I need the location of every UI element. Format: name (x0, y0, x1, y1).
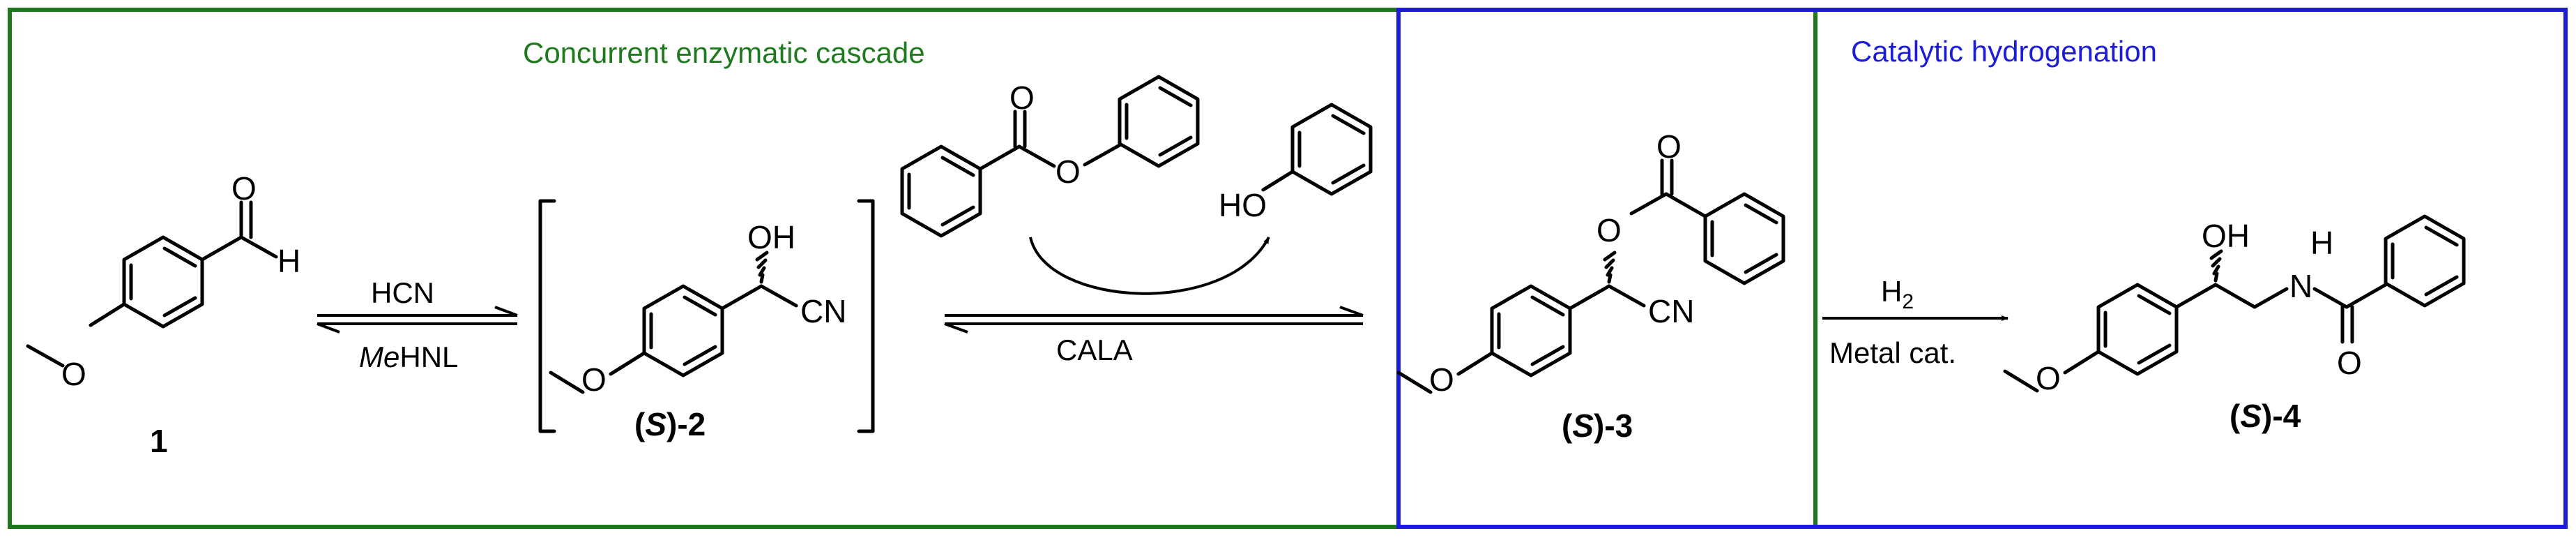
s4-amide-hydrogen: H (2310, 225, 2333, 261)
compound-s2-label: (S)-2 (634, 406, 706, 442)
s4-methoxy-oxygen: O (2036, 360, 2061, 396)
compound-s3-structure: O O CN O (1396, 128, 1785, 398)
compound-s4-label: (S)-4 (2230, 398, 2301, 434)
hydrogenation-panel-title: Catalytic hydrogenation (1851, 35, 2157, 68)
enzymatic-panel-frame (8, 8, 1817, 529)
hcn-reagent: HCN (371, 276, 434, 309)
compound-s3-label: (S)-3 (1562, 408, 1633, 444)
enzymatic-panel-title: Concurrent enzymatic cascade (523, 36, 925, 69)
phenol-hydroxyl: HO (1219, 187, 1267, 223)
ester-carbonyl-oxygen: O (1009, 80, 1035, 116)
carbonyl-oxygen: O (231, 170, 257, 207)
s4-carbonyl-oxygen: O (2337, 345, 2362, 381)
ester-oxygen: O (1055, 154, 1081, 190)
mehnl-enzyme: MeHNL (359, 341, 458, 373)
h2-reagent: H2 (1881, 275, 1914, 313)
s3-methoxy-oxygen: O (1429, 361, 1454, 398)
left-bracket (538, 199, 556, 433)
compound-s2-structure: OH CN O (549, 219, 846, 398)
right-bracket (857, 199, 875, 433)
phenyl-benzoate-structure: O O (900, 75, 1200, 238)
curved-arrow (1029, 237, 1270, 295)
equilibrium-arrow-hnl (317, 306, 518, 334)
methoxy-oxygen: O (61, 356, 86, 392)
hydrogenation-panel-frame (1396, 8, 2568, 529)
s2-nitrile: CN (800, 293, 846, 329)
aldehyde-hydrogen: H (277, 243, 300, 279)
s2-hydroxyl: OH (747, 219, 795, 255)
compound-s4-structure: OH H N O O (2003, 214, 2466, 396)
s3-nitrile: CN (1648, 293, 1694, 329)
s4-amide-nitrogen: N (2289, 268, 2312, 304)
cala-enzyme: CALA (1056, 334, 1133, 366)
s3-ester-oxygen: O (1596, 212, 1622, 248)
s2-methoxy-oxygen: O (581, 361, 607, 398)
s3-carbonyl-oxygen: O (1656, 128, 1682, 165)
compound-1-label: 1 (150, 423, 168, 459)
equilibrium-arrow-cala (944, 306, 1364, 334)
metal-catalyst: Metal cat. (1829, 336, 1956, 369)
compound-1-structure: O H O (26, 170, 300, 392)
phenol-structure: HO (1219, 103, 1373, 223)
s4-hydroxyl: OH (2202, 218, 2250, 254)
